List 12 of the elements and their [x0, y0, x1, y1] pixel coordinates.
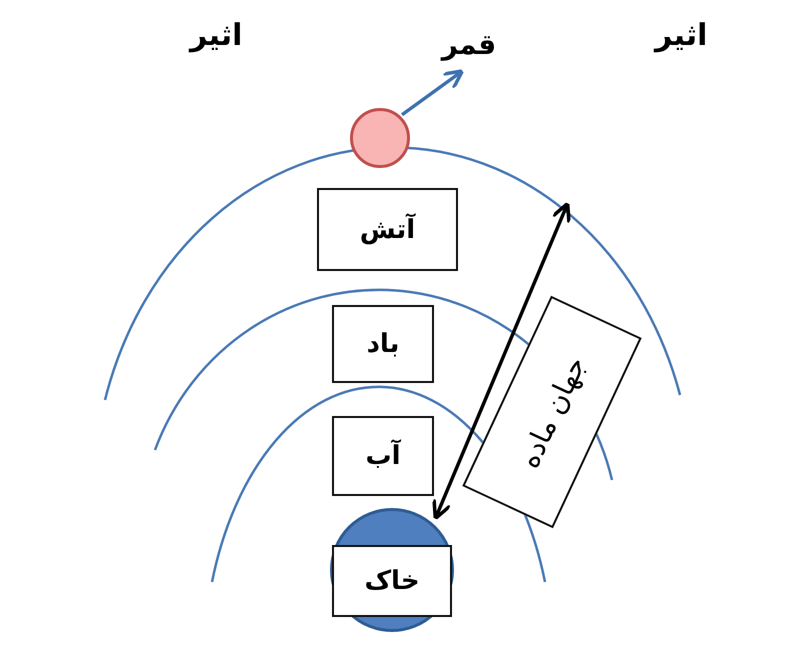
element-name: آب: [365, 441, 401, 471]
element-name: باد: [366, 329, 400, 359]
element-name: قمر: [442, 28, 496, 60]
element-box: [332, 416, 434, 496]
element-name: خاک: [364, 566, 420, 596]
element-box: [332, 305, 434, 383]
element-box: [317, 188, 458, 271]
region-label: اثیر: [655, 18, 708, 53]
element-name: جهان ماده: [512, 351, 592, 473]
element-name: آتش: [360, 214, 416, 244]
arrow: [400, 69, 464, 116]
region-label: اثیر: [190, 18, 242, 53]
